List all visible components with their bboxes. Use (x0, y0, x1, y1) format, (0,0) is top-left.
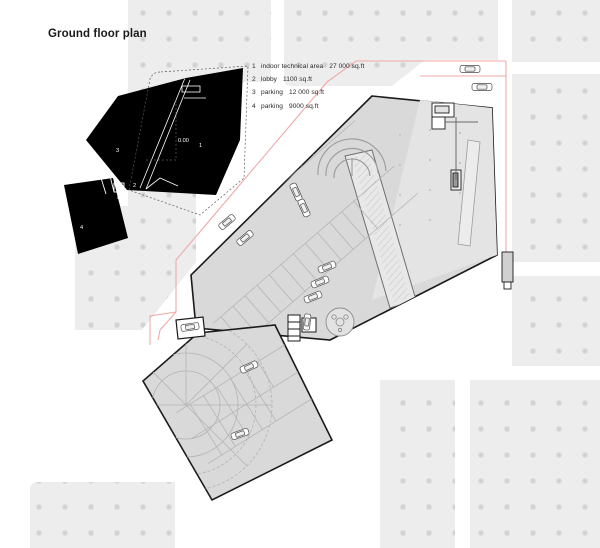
legend-area: 9000 sq.ft (288, 102, 319, 110)
landscape-tree-dots (30, 0, 600, 548)
elevation-marker: 0.00 (178, 138, 189, 144)
legend: 1 indoor technical area 27 000 sq.ft 2 l… (252, 63, 364, 116)
property-boundary-lines (149, 60, 507, 345)
legend-label: lobby (261, 76, 278, 84)
legend-area: 12 000 sq.ft (288, 89, 325, 97)
key-plan-label-2: 2 (133, 183, 137, 189)
key-plan-label-4: 4 (80, 225, 84, 231)
legend-item: 1 indoor technical area 27 000 sq.ft (252, 63, 364, 76)
radial-parking-arcs (143, 325, 273, 492)
legend-number: 3 (252, 89, 256, 97)
legend-label: indoor technical area (261, 63, 324, 70)
key-plan-diagram (64, 65, 249, 254)
key-plan-mass-main (86, 68, 243, 195)
legend-item: 3 parking 12 000 sq.ft (252, 89, 364, 102)
legend-label: parking (261, 89, 283, 97)
key-plan-label-1: 1 (199, 143, 203, 149)
lower-parking-level (141, 316, 334, 502)
service-core (287, 314, 317, 342)
legend-number: 4 (252, 102, 256, 110)
legend-item: 2 lobby 1100 sq.ft (252, 76, 364, 89)
key-plan-label-3: 3 (116, 148, 120, 154)
legend-number: 2 (252, 76, 256, 84)
column-grid-dots (398, 128, 462, 227)
legend-area: 27 000 sq.ft (329, 63, 365, 70)
legend-label: parking (261, 102, 283, 110)
legend-area: 1100 sq.ft (283, 76, 312, 84)
turning-circle (325, 307, 355, 337)
key-plan-dashed-outline (128, 65, 249, 216)
legend-number: 1 (252, 63, 256, 70)
page-title: Ground floor plan (48, 28, 147, 40)
legend-item: 4 parking 9000 sq.ft (252, 103, 364, 116)
key-plan-mass-secondary (64, 178, 128, 254)
vehicle-symbols (180, 65, 493, 441)
